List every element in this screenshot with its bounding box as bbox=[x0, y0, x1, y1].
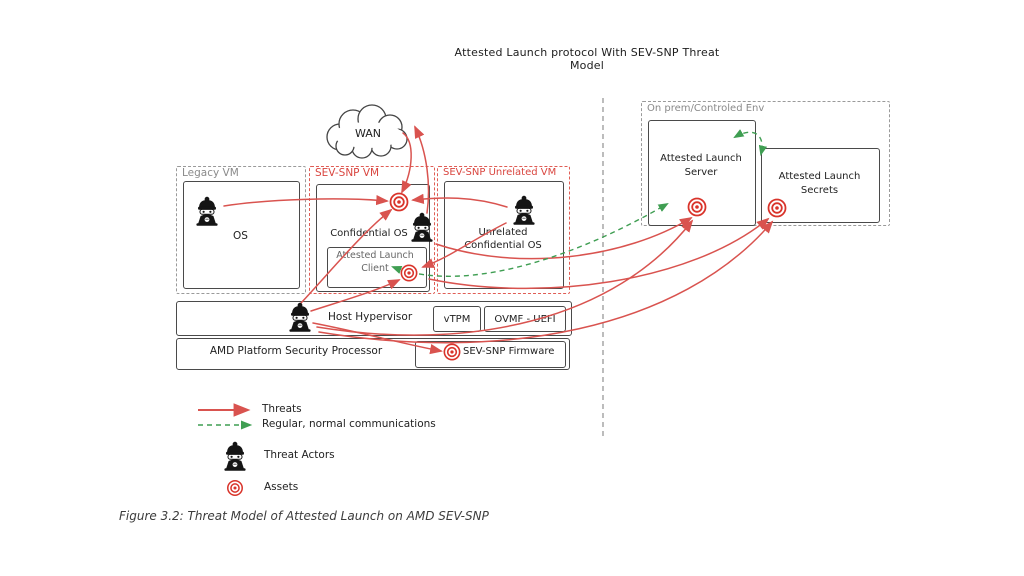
legacy-vm-label: Legacy VM bbox=[182, 167, 239, 179]
vtpm-box: vTPM bbox=[433, 306, 481, 332]
legend-asset-icon bbox=[227, 480, 243, 496]
legacy-os-box bbox=[183, 181, 300, 289]
attested-launch-server-label: Attested Launch Server bbox=[660, 153, 742, 178]
legacy-os-label: OS bbox=[233, 230, 248, 242]
legend-threat-actors-label: Threat Actors bbox=[264, 449, 335, 461]
ovmf-uefi-box: OVMF - UEFI bbox=[484, 306, 566, 332]
attested-launch-client-label: Attested Launch Client bbox=[336, 250, 414, 274]
sev-snp-vm-label: SEV-SNP VM bbox=[315, 167, 380, 179]
legend-threat-actor-icon bbox=[223, 441, 247, 472]
diagram-title: Attested Launch protocol With SEV-SNP Th… bbox=[454, 46, 720, 72]
vtpm-label: vTPM bbox=[443, 313, 471, 325]
sev-snp-unrelated-vm-label: SEV-SNP Unrelated VM bbox=[443, 167, 557, 178]
sev-snp-firmware-label: SEV-SNP Firmware bbox=[463, 346, 555, 357]
legend-regular-comms-label: Regular, normal communications bbox=[262, 418, 436, 430]
figure-caption: Figure 3.2: Threat Model of Attested Lau… bbox=[119, 509, 489, 523]
attested-launch-secrets-label: Attested Launch Secrets bbox=[778, 171, 861, 196]
legend-threats-label: Threats bbox=[262, 403, 302, 415]
host-hypervisor-label: Host Hypervisor bbox=[328, 311, 413, 323]
legend-assets-label: Assets bbox=[264, 481, 299, 493]
ovmf-uefi-label: OVMF - UEFI bbox=[494, 313, 556, 325]
unrelated-confidential-os-label: Unrelated Confidential OS bbox=[464, 227, 542, 251]
wan-cloud-icon bbox=[326, 104, 408, 159]
onprem-env-label: On prem/Controled Env bbox=[647, 103, 765, 114]
wan-label: WAN bbox=[355, 127, 381, 140]
amd-psp-label: AMD Platform Security Processor bbox=[209, 345, 383, 357]
confidential-os-label: Confidential OS bbox=[330, 228, 408, 239]
